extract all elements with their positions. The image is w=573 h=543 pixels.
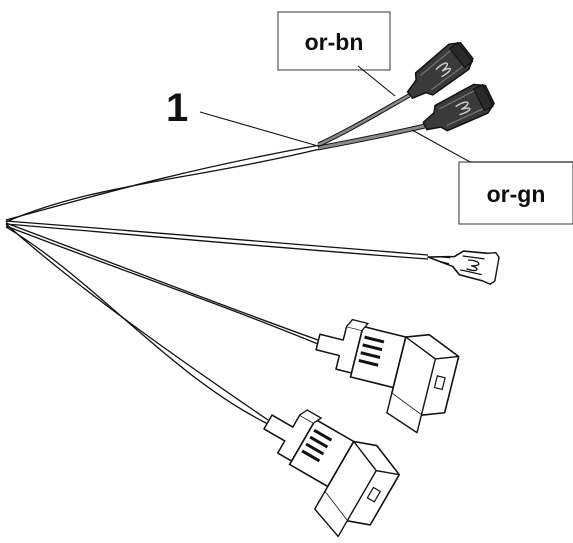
multi-pin-plug-upper <box>301 307 464 440</box>
callout-number: 1 <box>166 86 188 130</box>
leader-line-or-gn <box>411 129 573 163</box>
wire-to-upper-plug <box>5 222 319 345</box>
twisted-wire-bundle-upper <box>5 144 321 223</box>
twisted-wire-bundle-lower <box>5 223 269 425</box>
leader-line-1 <box>199 111 319 147</box>
flag-spade-terminal <box>424 240 501 286</box>
label-or-bn: or-bn <box>305 29 364 55</box>
wire-to-flag-terminal <box>5 220 429 260</box>
leader-line-or-bn <box>357 65 396 97</box>
wire-or-gn <box>317 124 426 150</box>
label-box-or-bn <box>277 11 391 71</box>
label-box-or-gn <box>458 161 573 225</box>
wire-or-bn <box>317 93 411 147</box>
label-or-gn: or-gn <box>487 181 546 207</box>
